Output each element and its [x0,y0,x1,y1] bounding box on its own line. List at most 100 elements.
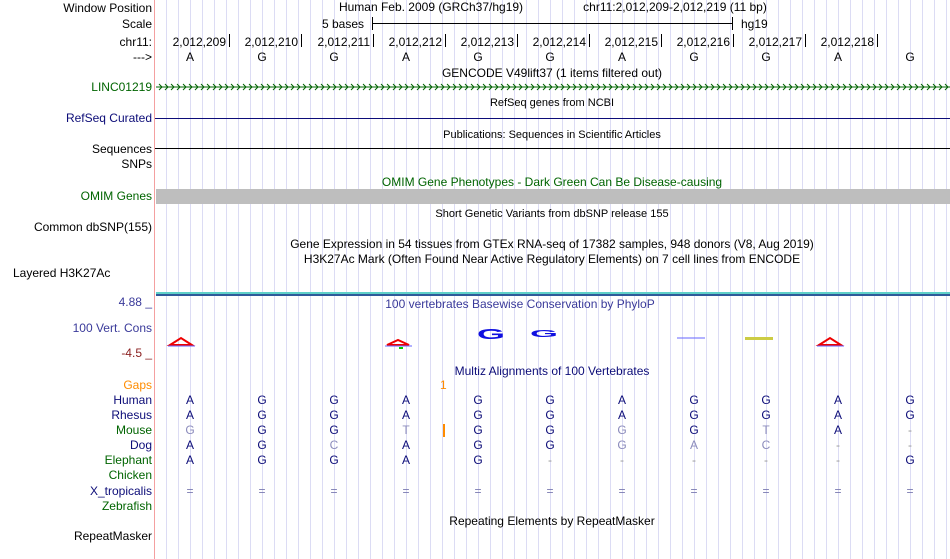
aligned-base: G [329,453,339,467]
aligned-base: G [905,453,915,467]
aligned-base: G [545,408,555,422]
ruler-tick [877,34,878,47]
track-label[interactable]: RefSeq Curated [65,111,152,125]
track-label[interactable]: ---> [133,50,152,64]
track-label[interactable]: Chicken [108,468,152,482]
aligned-base: A [401,393,411,407]
aligned-base: A [401,453,411,467]
conservation-letter-g: G [530,329,559,340]
conservation-mark [815,336,845,347]
track-label[interactable]: 4.88 _ [118,295,152,309]
aligned-base: G [185,423,195,437]
ruler-tick [589,34,590,47]
ruler-tick [805,34,806,47]
aligned-base: A [689,438,699,452]
track-label[interactable]: chr11: [119,35,152,49]
aligned-base: G [257,423,267,437]
aligned-base: G [257,393,267,407]
h3k27ac-signal-teal [156,292,950,294]
aligned-base: - [908,423,912,437]
reference-base: G [329,50,339,64]
omim-track-title: OMIM Gene Phenotypes - Dark Green Can Be… [381,175,723,189]
track-label[interactable]: Sequences [91,142,152,156]
aligned-base: G [617,438,627,452]
linc01219-gene-feature[interactable] [155,81,950,93]
aligned-base: - [908,438,912,452]
scale-bar [372,23,732,24]
ruler-position: 2,012,209 [172,35,226,49]
aligned-base: A [617,408,627,422]
conservation-letter-g: G [477,326,505,343]
mouse-insertion-marker[interactable] [443,424,445,437]
track-label[interactable]: Mouse [115,423,152,437]
ruler-position: 2,012,211 [317,35,371,49]
sequences-line [155,148,950,149]
ruler-position: 2,012,214 [532,35,586,49]
aligned-base: A [185,393,195,407]
scale-label: 5 bases [322,17,365,31]
conservation-mark [745,337,773,340]
reference-base: G [257,50,267,64]
aligned-base: = [618,484,626,498]
track-label[interactable]: OMIM Genes [80,189,152,203]
aligned-base: A [617,393,627,407]
aligned-base: - [548,453,552,467]
dbsnp-track-title: Short Genetic Variants from dbSNP releas… [435,208,669,220]
track-image-panel[interactable]: Human Feb. 2009 (GRCh37/hg19) chr11:2,01… [155,0,950,559]
ruler-position: 2,012,216 [676,35,730,49]
track-label[interactable]: 100 Vert. Cons [72,321,152,335]
track-label[interactable]: Window Position [63,1,152,15]
scale-bar-tick-left [372,17,373,30]
aligned-base: A [401,438,411,452]
scale-bar-tick-right [732,17,733,30]
aligned-base: A [833,423,843,437]
track-label[interactable]: Dog [129,438,152,452]
aligned-base: G [473,453,483,467]
repeatmasker-track-title: Repeating Elements by RepeatMasker [449,514,655,528]
aligned-base: = [330,484,338,498]
ruler-tick [517,34,518,47]
ruler-tick [661,34,662,47]
reference-base: A [617,50,627,64]
position-title: chr11:2,012,209-2,012,219 (11 bp) [583,0,767,14]
track-label[interactable]: Gaps [123,378,152,392]
aligned-base: C [329,438,339,452]
track-label[interactable]: SNPs [121,157,152,171]
assembly-title: Human Feb. 2009 (GRCh37/hg19) [338,0,524,14]
ruler-tick [373,34,374,47]
gtex-track-title: Gene Expression in 54 tissues from GTEx … [290,237,814,251]
track-label[interactable]: Common dbSNP(155) [33,220,152,234]
track-label[interactable]: -4.5 _ [121,346,152,360]
aligned-base: A [401,408,411,422]
track-label[interactable]: X_tropicalis [89,484,152,498]
omim-gene-bar[interactable] [156,189,950,204]
aligned-base: = [546,484,554,498]
aligned-base: A [185,408,195,422]
aligned-base: G [473,423,483,437]
track-label[interactable]: RepeatMasker [73,529,152,543]
aligned-base: G [329,393,339,407]
track-label[interactable]: LINC01219 [91,80,152,94]
ruler-tick [229,34,230,47]
aligned-base: G [689,423,699,437]
aligned-base: = [762,484,770,498]
track-label[interactable]: Rhesus [111,408,152,422]
aligned-base: - [836,438,840,452]
reference-base: G [473,50,483,64]
track-label[interactable]: Elephant [104,453,152,467]
ruler-tick [733,34,734,47]
track-label[interactable]: Zebrafish [101,499,152,513]
track-label[interactable]: Scale [121,17,152,31]
aligned-base: T [762,423,770,437]
track-label[interactable]: Human [113,393,152,407]
refseq-track-title: RefSeq genes from NCBI [489,97,615,109]
phylop-conservation-logo[interactable]: G G [155,320,950,360]
aligned-base: G [473,438,483,452]
reference-base: A [401,50,411,64]
aligned-base: G [257,438,267,452]
reference-base: A [833,50,843,64]
conservation-mark [166,336,196,347]
phylop-track-title: 100 vertebrates Basewise Conservation by… [385,297,655,311]
track-label[interactable]: Layered H3K27Ac [13,266,111,280]
